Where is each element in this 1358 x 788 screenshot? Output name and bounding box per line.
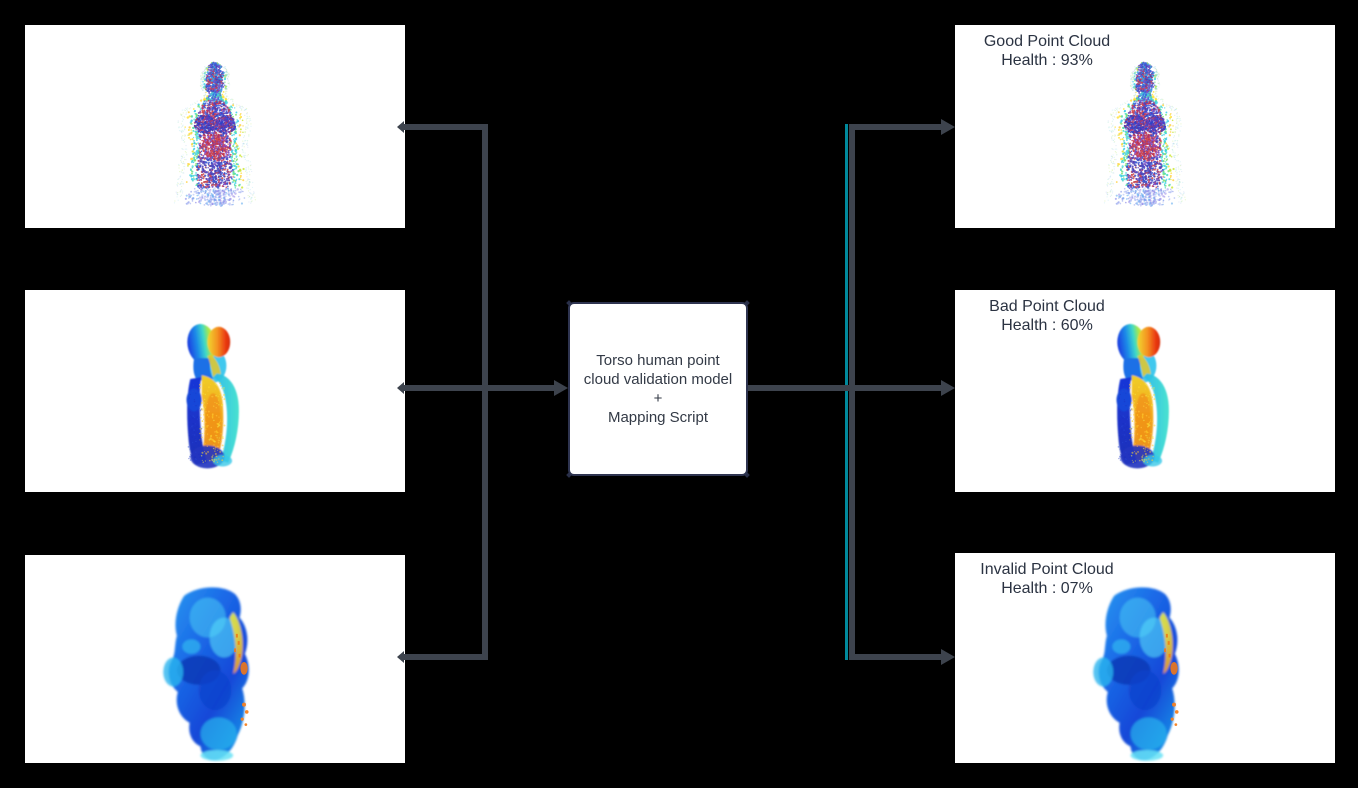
panel-title: Invalid Point Cloud (980, 561, 1114, 578)
arrowhead-icon (941, 119, 955, 135)
model-text-line: Mapping Script (607, 409, 709, 426)
model-text-line: + (653, 390, 663, 407)
connector-left-bottom-horizontal (402, 654, 488, 660)
arrow-tail-tip-icon (397, 121, 404, 133)
connector-endpoint-mark-icon (566, 300, 572, 306)
invalid-blob-point-cloud-icon (163, 587, 249, 761)
model-text-line: cloud validation model (583, 371, 733, 388)
connector-right-middle-horizontal (748, 385, 941, 391)
panel-health: Health : 60% (1001, 317, 1093, 334)
connector-endpoint-mark-icon (744, 300, 750, 306)
panel-label: Invalid Point Cloud Health : 07% (961, 560, 1133, 598)
output-panel-good: Good Point Cloud Health : 93% (955, 25, 1335, 228)
panel-title: Bad Point Cloud (989, 298, 1105, 315)
model-box: Torso human point cloud validation model… (566, 300, 750, 478)
panel-label: Good Point Cloud Health : 93% (961, 32, 1133, 70)
connector-right-bottom-horizontal (849, 654, 941, 660)
connector-left-top-horizontal (402, 124, 488, 130)
arrowhead-icon (941, 649, 955, 665)
arrowhead-icon (554, 380, 568, 396)
arrowhead-icon (941, 380, 955, 396)
connector-left-middle-horizontal (402, 385, 554, 391)
connector-endpoint-mark-icon (744, 472, 750, 478)
connector-right-top-horizontal (849, 124, 941, 130)
invalid-blob-point-cloud-icon (1093, 587, 1179, 761)
panel-label: Bad Point Cloud Health : 60% (961, 297, 1133, 335)
panel-health: Health : 93% (1001, 52, 1093, 69)
panel-title: Good Point Cloud (983, 33, 1111, 50)
arrow-tail-tip-icon (397, 382, 404, 394)
input-panel-bad (25, 290, 405, 492)
output-panel-invalid: Invalid Point Cloud Health : 07% (955, 553, 1335, 763)
arrow-tail-tip-icon (397, 651, 404, 663)
output-panel-bad: Bad Point Cloud Health : 60% (955, 290, 1335, 492)
connector-endpoint-mark-icon (566, 472, 572, 478)
speckled-torso-point-cloud-icon (173, 61, 256, 208)
side-torso-point-cloud-icon (186, 324, 239, 469)
connector-left-vertical (482, 124, 488, 660)
input-panel-invalid (25, 555, 405, 763)
model-box-text: Torso human point cloud validation model… (584, 351, 732, 427)
panel-health: Health : 07% (1001, 580, 1093, 597)
model-text-line: Torso human point (596, 352, 720, 369)
side-torso-point-cloud-icon (1116, 324, 1169, 469)
speckled-torso-point-cloud-icon (1103, 61, 1186, 208)
connector-right-vertical-teal (845, 124, 848, 660)
connector-right-vertical (849, 124, 855, 660)
input-panel-good (25, 25, 405, 228)
